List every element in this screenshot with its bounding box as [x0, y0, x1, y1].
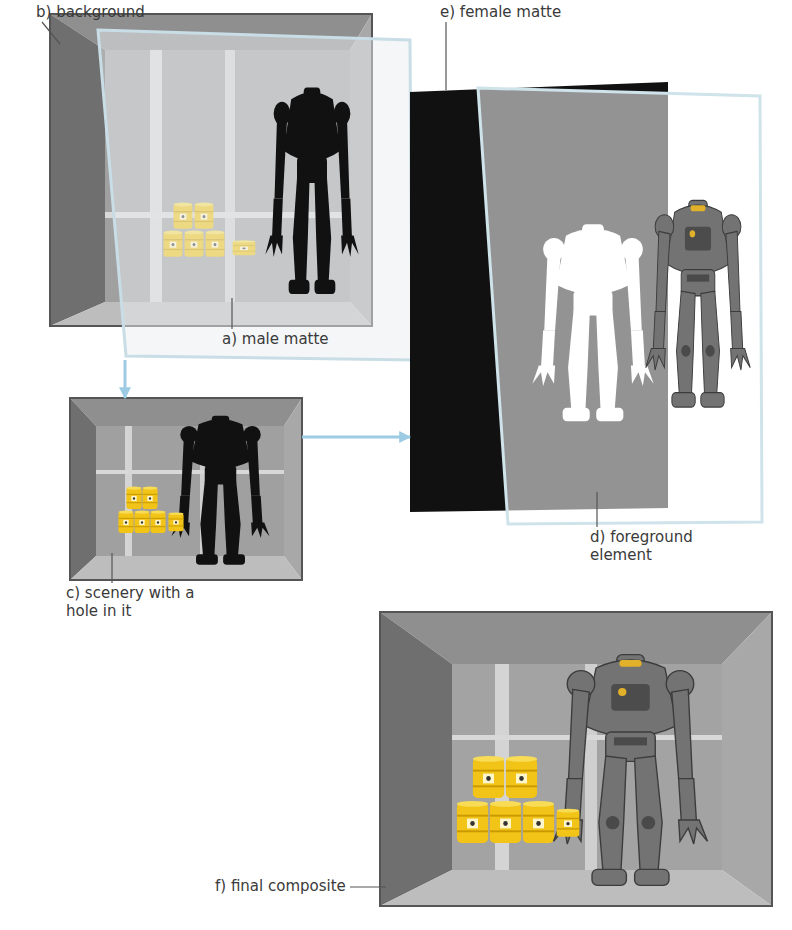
- flow-arrow: [302, 436, 410, 439]
- leader-line: [231, 298, 232, 329]
- composite-room: [380, 612, 772, 906]
- panel-node: c) scenery with a hole in it: [70, 398, 302, 580]
- panel-label: a) male matte: [222, 330, 382, 348]
- panel-label: d) foreground element: [590, 528, 720, 564]
- room-ceiling: [70, 398, 302, 426]
- matte-pane: [98, 30, 412, 360]
- barrel: [142, 487, 157, 509]
- robot-hole: [172, 416, 270, 565]
- panel-label: b) background: [36, 3, 206, 21]
- room-floor: [380, 870, 772, 906]
- room-wall: [722, 612, 772, 906]
- panel-node: d) foreground element: [478, 88, 762, 524]
- room-floor: [70, 556, 302, 580]
- robot: [554, 655, 708, 886]
- barrel: [473, 756, 504, 798]
- room-wall: [284, 398, 302, 580]
- barrel: [490, 801, 521, 843]
- panel-node: f) final composite: [380, 612, 772, 906]
- panel-node: a) male matte: [98, 30, 412, 360]
- panel-label: e) female matte: [440, 3, 620, 21]
- room-frame: [70, 398, 302, 580]
- leader-line: [445, 22, 446, 90]
- barrel: [126, 487, 141, 509]
- barrel: [506, 756, 537, 798]
- robot-silhouette: [265, 87, 358, 294]
- room-wall: [380, 612, 452, 906]
- room-wall: [70, 398, 96, 580]
- leader-line: [111, 553, 112, 583]
- barrel: [523, 801, 554, 843]
- barrel: [134, 511, 149, 533]
- leader-line: [596, 492, 597, 527]
- scenery-room: [70, 398, 302, 580]
- leader-line: [350, 886, 386, 887]
- panel-node: e) female matte: [410, 82, 668, 512]
- leader-line: [42, 22, 60, 44]
- barrel: [557, 809, 580, 837]
- flow-arrow: [124, 360, 127, 398]
- robot-details: [606, 660, 656, 829]
- barrel: [457, 801, 488, 843]
- barrel: [118, 511, 133, 533]
- foreground-pane: [478, 88, 762, 524]
- room-wall: [50, 14, 105, 326]
- panel-label: f) final composite: [215, 877, 380, 895]
- panel-label: c) scenery with a hole in it: [66, 584, 201, 620]
- room-frame: [380, 612, 772, 906]
- panel-node: b) background: [48, 12, 374, 328]
- leader-lines: [42, 22, 597, 887]
- robot: [646, 200, 751, 407]
- barrel: [150, 511, 165, 533]
- barrel: [168, 512, 183, 531]
- robot-details: [681, 205, 715, 357]
